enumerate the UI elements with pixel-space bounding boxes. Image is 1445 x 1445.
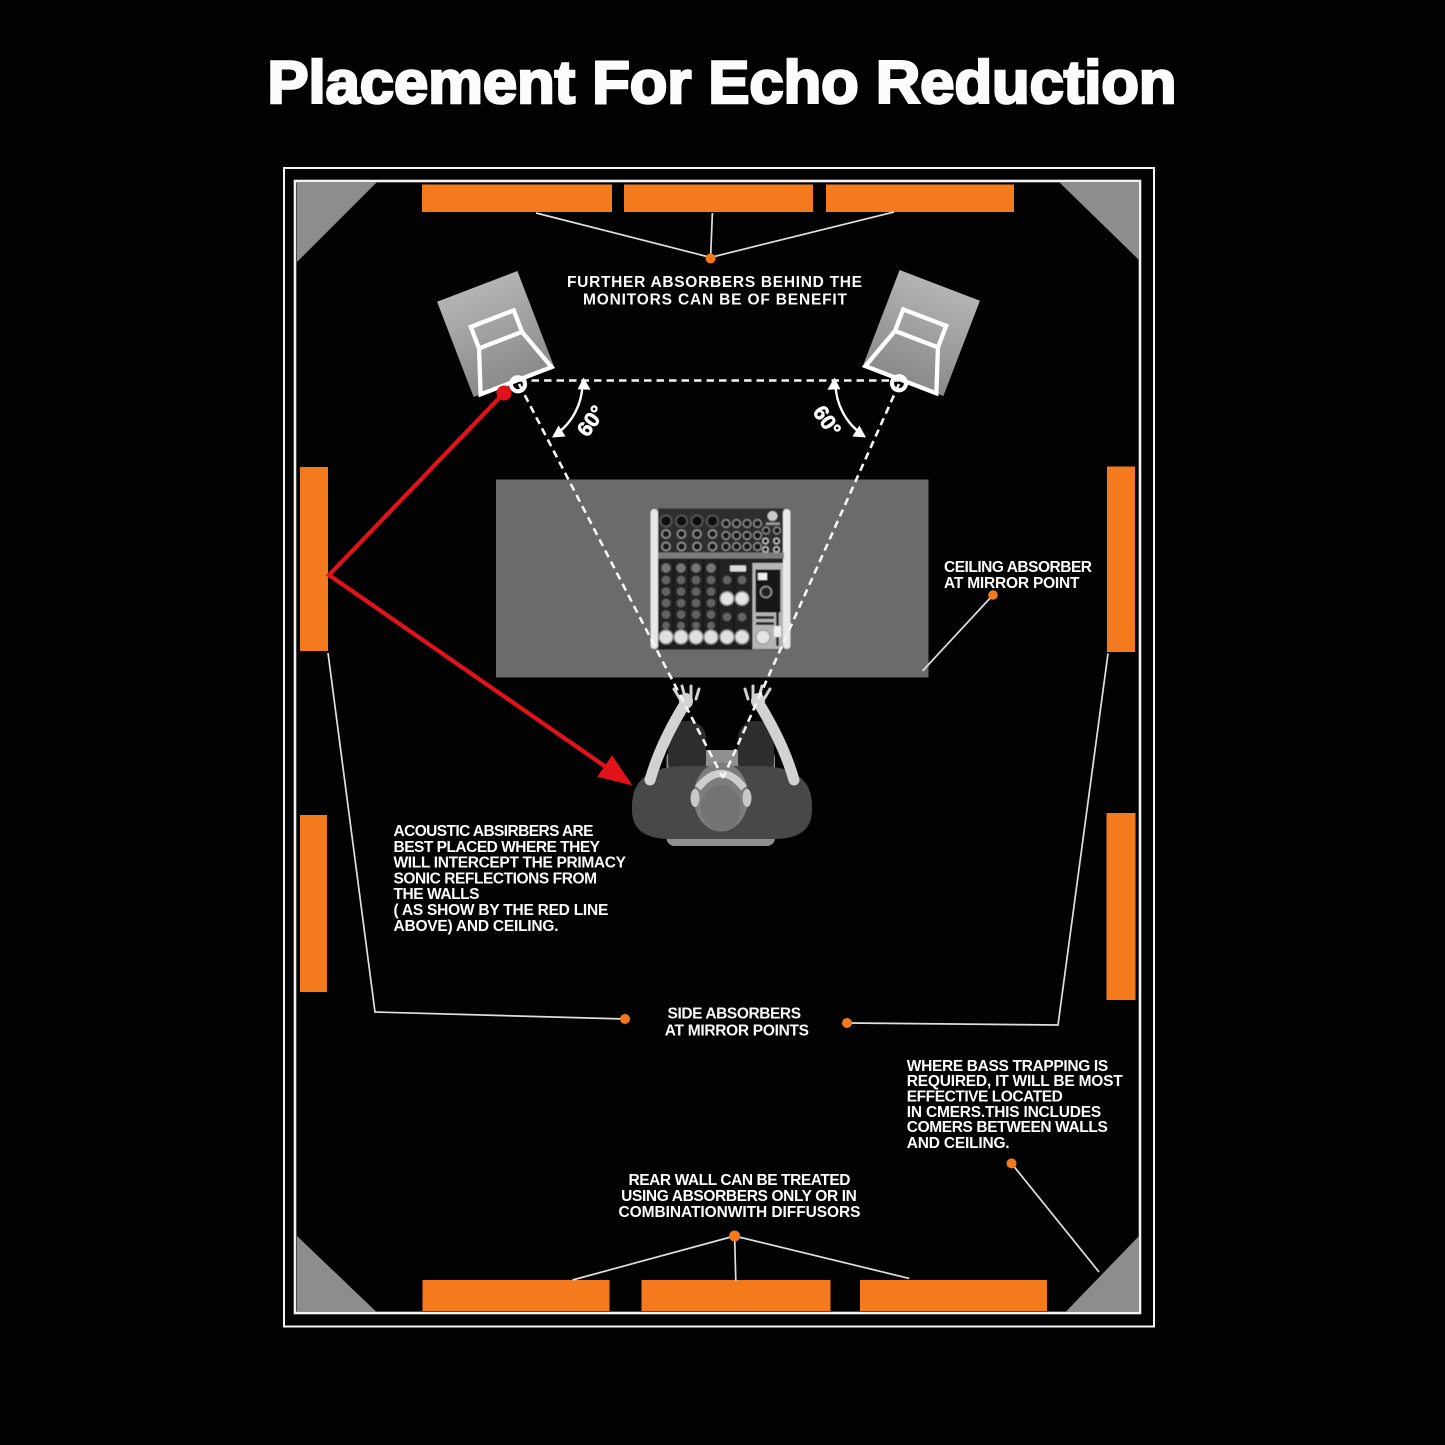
svg-text:SONIC REFLECTIONS FROM: SONIC REFLECTIONS FROM [394, 870, 598, 887]
svg-text:MONITORS CAN BE OF BENEFIT: MONITORS CAN BE OF BENEFIT [583, 291, 848, 308]
svg-text:USING ABSORBERS ONLY OR IN: USING ABSORBERS ONLY OR IN [621, 1188, 857, 1205]
svg-text:BEST PLACED WHERE THEY: BEST PLACED WHERE THEY [394, 839, 601, 856]
svg-text:ABOVE) AND CEILING.: ABOVE) AND CEILING. [394, 918, 559, 935]
svg-text:WILL INTERCEPT THE PRIMACY: WILL INTERCEPT THE PRIMACY [394, 855, 627, 872]
svg-text:COMBINATIONWITH DIFFUSORS: COMBINATIONWITH DIFFUSORS [619, 1204, 861, 1221]
svg-text:WHERE BASS TRAPPING IS: WHERE BASS TRAPPING IS [907, 1058, 1108, 1075]
svg-text:( AS SHOW BY THE RED LINE: ( AS SHOW BY THE RED LINE [394, 902, 609, 919]
svg-text:SIDE ABSORBERS: SIDE ABSORBERS [668, 1006, 802, 1023]
svg-text:Placement For Echo Reduction: Placement For Echo Reduction [268, 49, 1177, 116]
svg-text:COMERS BETWEEN WALLS: COMERS BETWEEN WALLS [907, 1119, 1108, 1136]
svg-text:AND CEILING.: AND CEILING. [907, 1135, 1010, 1152]
svg-text:REAR WALL CAN BE TREATED: REAR WALL CAN BE TREATED [629, 1172, 851, 1189]
svg-text:THE WALLS: THE WALLS [394, 886, 480, 903]
svg-text:ACOUSTIC ABSIRBERS ARE: ACOUSTIC ABSIRBERS ARE [394, 823, 594, 840]
svg-text:EFFECTIVE LOCATED: EFFECTIVE LOCATED [907, 1088, 1063, 1105]
svg-text:FURTHER ABSORBERS BEHIND THE: FURTHER ABSORBERS BEHIND THE [567, 274, 862, 291]
svg-text:AT MIRROR POINTS: AT MIRROR POINTS [665, 1023, 809, 1040]
svg-text:AT MIRROR POINT: AT MIRROR POINT [944, 575, 1080, 592]
svg-text:REQUIRED, IT WILL BE MOST: REQUIRED, IT WILL BE MOST [907, 1073, 1123, 1090]
svg-text:IN CMERS.THIS INCLUDES: IN CMERS.THIS INCLUDES [907, 1104, 1101, 1121]
svg-text:CEILING ABSORBER: CEILING ABSORBER [944, 559, 1092, 576]
